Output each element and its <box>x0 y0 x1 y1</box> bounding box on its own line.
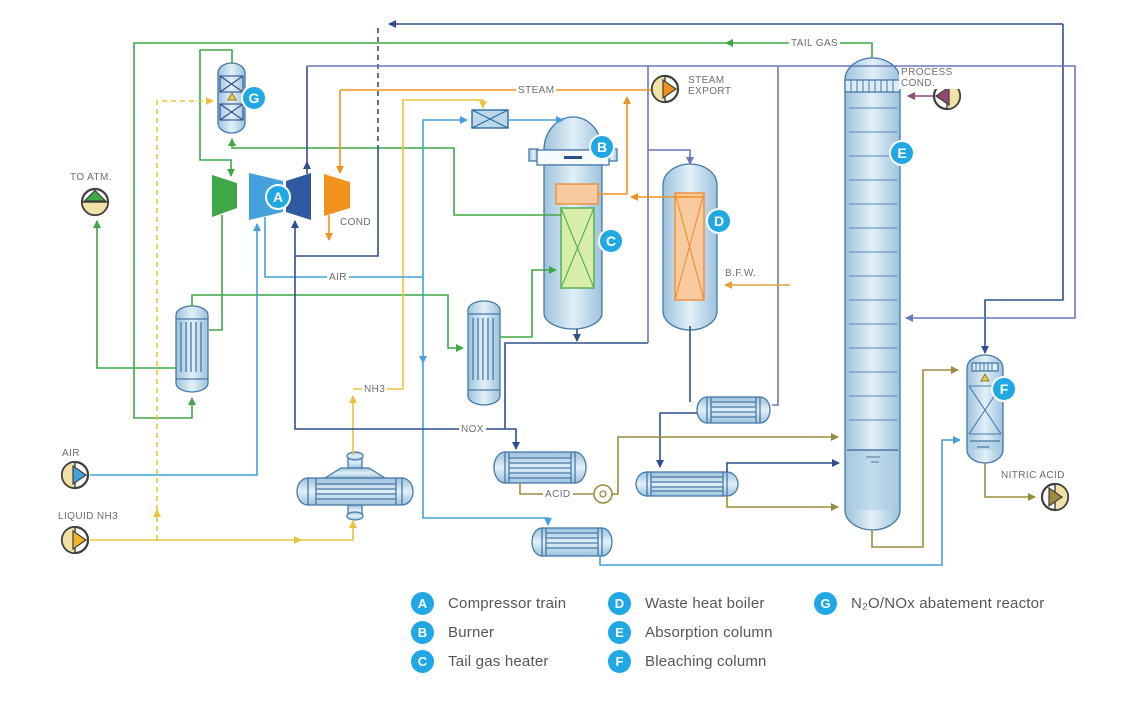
label-air-line: AIR <box>327 272 349 283</box>
tail-gas-heat-exchanger <box>467 300 501 406</box>
legend-item-waste-heat-boiler: D Waste heat boiler <box>608 592 765 615</box>
to-atm-icon <box>80 187 110 217</box>
pipes-ammonia-yellow <box>90 97 487 544</box>
cooler-condenser <box>493 451 587 484</box>
label-nitric-acid: NITRIC ACID <box>999 470 1067 481</box>
air-source-icon <box>60 460 90 490</box>
legend-label-d: Waste heat boiler <box>645 595 765 612</box>
badge-compressor-train: A <box>265 184 291 210</box>
legend-badge-c: C <box>411 650 434 673</box>
equipment <box>175 57 1004 557</box>
legend-label-c: Tail gas heater <box>448 653 549 670</box>
label-acid: ACID <box>543 489 573 500</box>
acid-pump <box>593 484 613 504</box>
absorption-column-E <box>844 57 901 531</box>
legend-item-tail-gas-heater: C Tail gas heater <box>411 650 549 673</box>
legend-item-absorption-column: E Absorption column <box>608 621 773 644</box>
gas-cooler-exchanger <box>635 471 739 497</box>
legend-item-abatement-reactor: G N₂O/NOx abatement reactor <box>814 592 1044 615</box>
waste-heat-boiler-D <box>662 163 718 331</box>
badge-abatement-reactor: G <box>241 85 267 111</box>
secondary-air-exchanger <box>531 527 613 557</box>
label-air-source: AIR <box>60 448 82 459</box>
label-bfw: B.F.W. <box>723 268 759 279</box>
pipes-nox-navy <box>291 20 1064 472</box>
legend-badge-e: E <box>608 621 631 644</box>
pipes-loop-slate <box>307 65 1076 406</box>
legend-label-f: Bleaching column <box>645 653 767 670</box>
label-steam-export: STEAM EXPORT <box>686 75 742 97</box>
legend-badge-g: G <box>814 592 837 615</box>
pipes-steam-orange <box>325 89 704 241</box>
process-cond-icon <box>932 81 962 111</box>
nox-gas-exchanger <box>696 396 771 424</box>
legend-label-e: Absorption column <box>645 624 773 641</box>
legend-label-g: N₂O/NOx abatement reactor <box>851 595 1045 612</box>
label-nox: NOX <box>459 424 486 435</box>
legend-label-a: Compressor train <box>448 595 567 612</box>
air-ammonia-mixer <box>471 109 509 129</box>
tail-gas-preheater-exchanger <box>175 305 209 393</box>
expander-turbine <box>212 175 237 217</box>
bleaching-column-F <box>966 354 1004 464</box>
label-tail-gas: TAIL GAS <box>789 38 841 49</box>
label-cond: COND <box>338 217 374 228</box>
label-process-cond: PROCESS COND. <box>899 67 961 89</box>
legend-item-compressor-train: A Compressor train <box>411 592 566 615</box>
legend-item-bleaching-column: F Bleaching column <box>608 650 767 673</box>
label-nh3: NH3 <box>362 384 388 395</box>
legend-badge-f: F <box>608 650 631 673</box>
ammonia-evaporator <box>296 451 414 521</box>
nitric-acid-icon <box>1040 482 1070 512</box>
legend-badge-b: B <box>411 621 434 644</box>
abatement-reactor-G <box>217 62 246 134</box>
badge-bleaching-column: F <box>991 376 1017 402</box>
badge-tail-gas-heater: C <box>598 228 624 254</box>
pipes-tail-gas-green <box>93 39 873 419</box>
liquid-nh3-icon <box>60 525 90 555</box>
badge-burner: B <box>589 134 615 160</box>
badge-absorption-column: E <box>889 140 915 166</box>
badge-waste-heat-boiler: D <box>706 208 732 234</box>
pipes-air-light-blue <box>90 116 961 566</box>
steam-export-icon <box>650 74 680 104</box>
legend-badge-a: A <box>411 592 434 615</box>
tail-gas-heater-C <box>560 207 595 289</box>
legend-label-b: Burner <box>448 624 495 641</box>
steam-coil <box>555 183 599 205</box>
label-to-atm: TO ATM. <box>68 172 114 183</box>
label-liquid-nh3: LIQUID NH3 <box>56 511 121 522</box>
steam-turbine <box>324 174 350 216</box>
stream-icons <box>60 74 1070 555</box>
hp-compressor <box>286 173 311 220</box>
legend-badge-d: D <box>608 592 631 615</box>
legend-item-burner: B Burner <box>411 621 494 644</box>
label-steam: STEAM <box>516 85 557 96</box>
